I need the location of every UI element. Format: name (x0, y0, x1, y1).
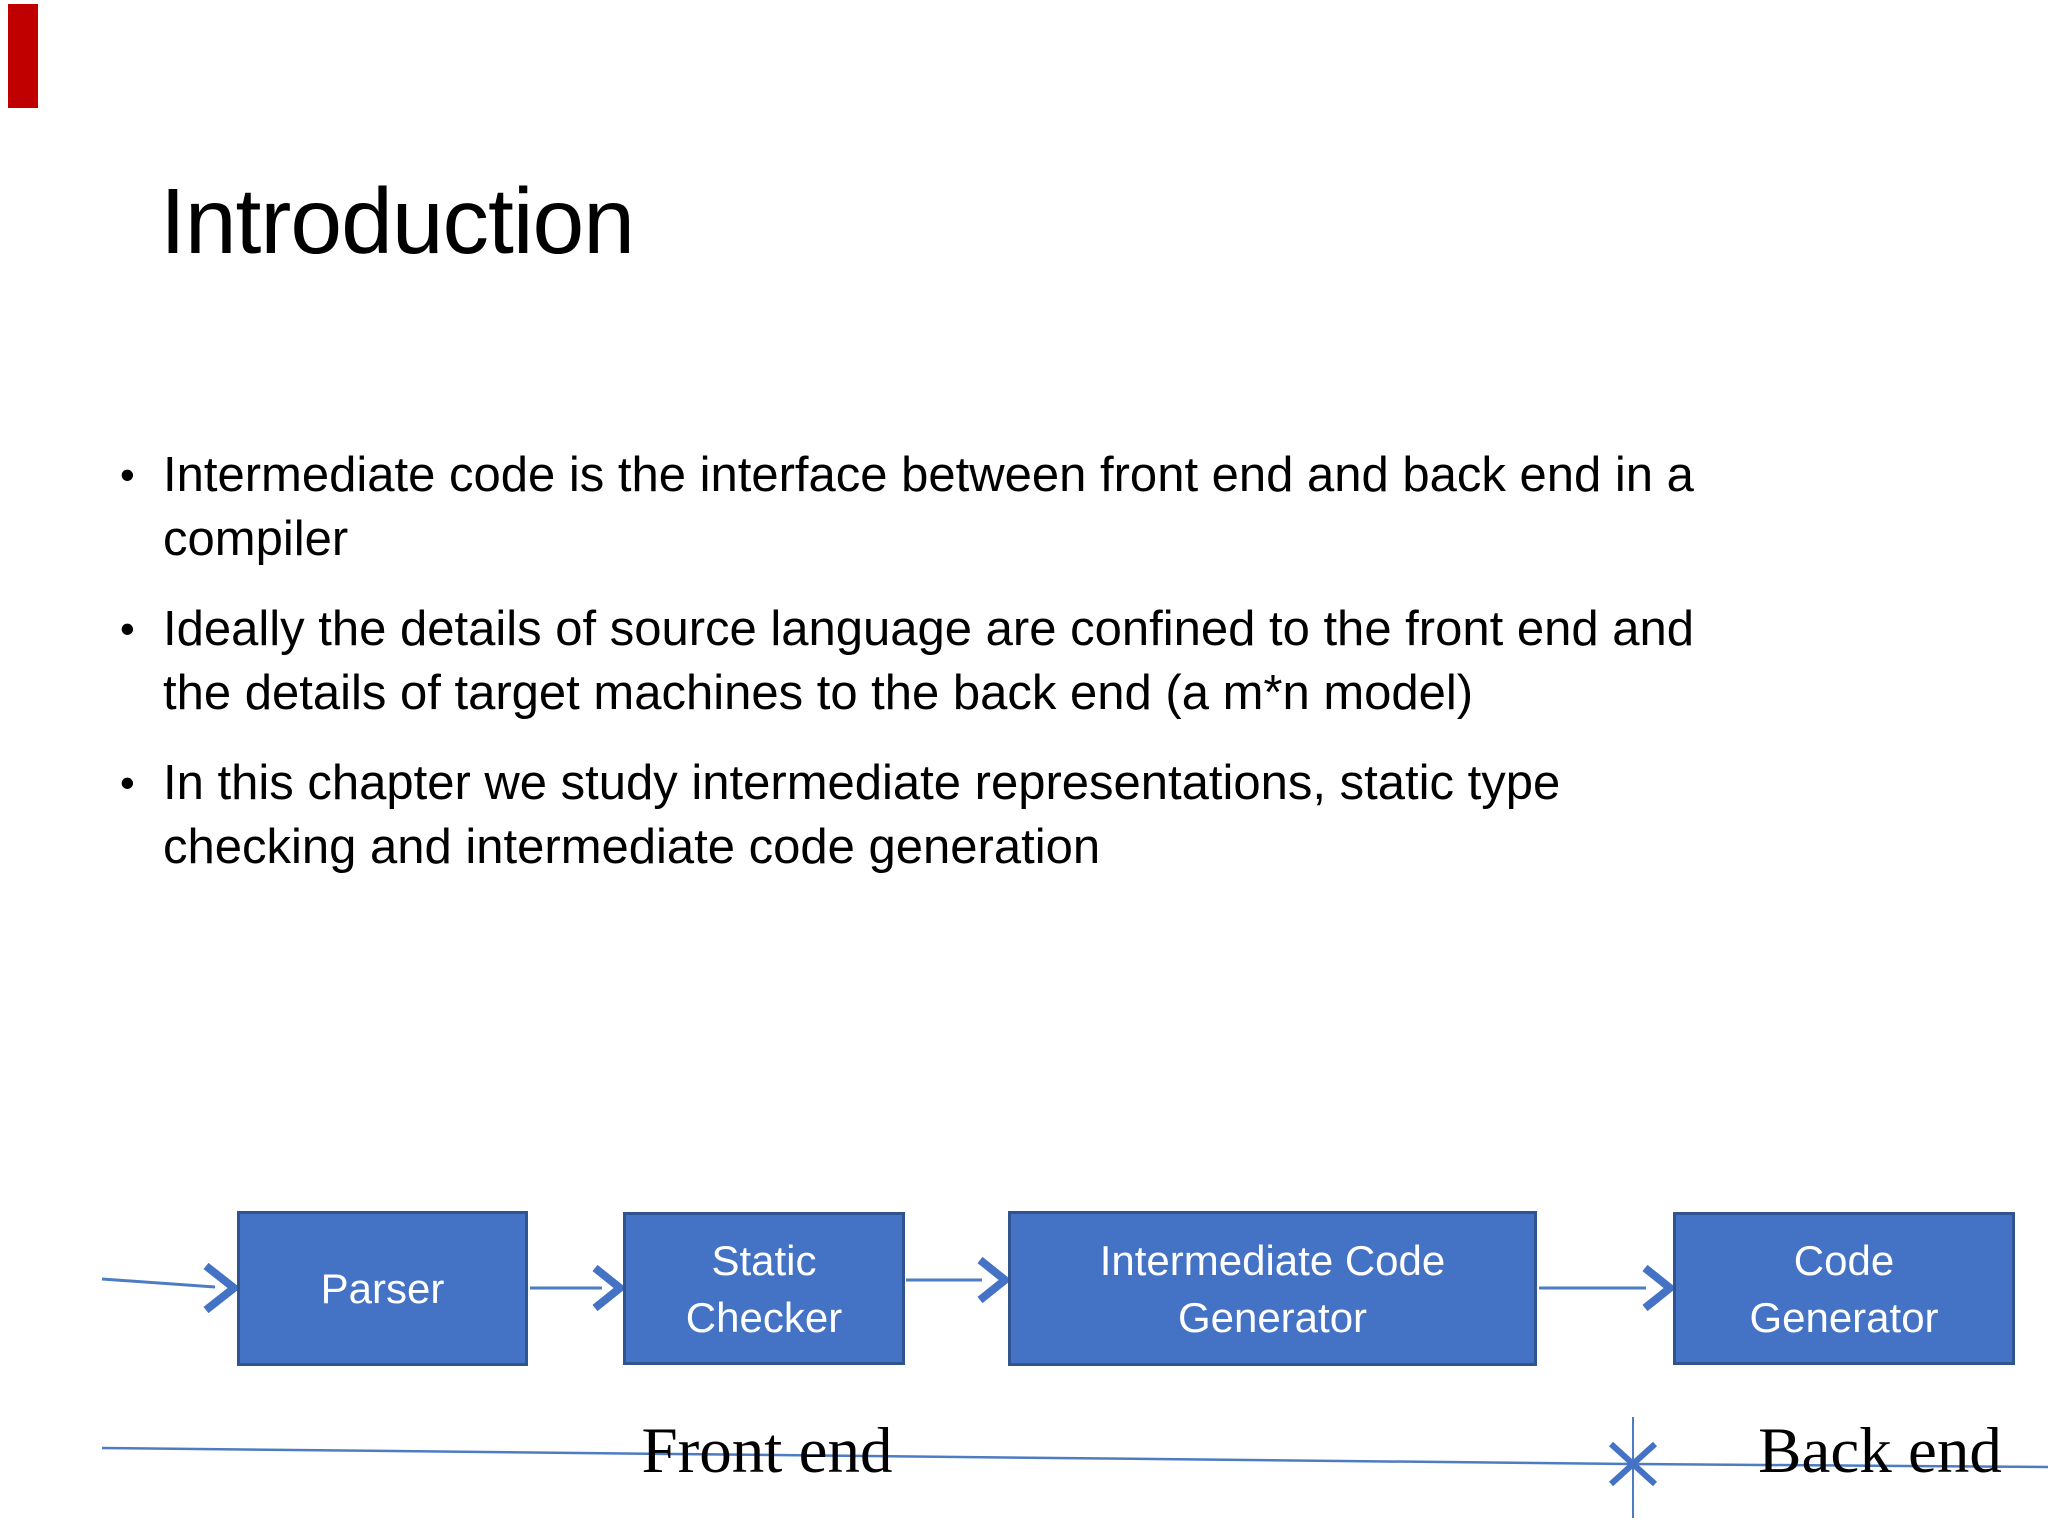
diagram-box-label: Static Checker (685, 1236, 843, 1341)
bullet-text: Ideally the details of source language a… (163, 602, 1694, 720)
bullet-item: • In this chapter we study intermediate … (120, 751, 1920, 879)
bullet-icon: • (120, 451, 135, 498)
arrowhead-input-icon (203, 1262, 241, 1314)
bullet-text: Intermediate code is the interface betwe… (163, 448, 1694, 566)
diagram-box-label: Parser (320, 1265, 445, 1312)
back-end-label: Back end (1758, 1415, 2002, 1487)
diagram-box-code-generator: Code Generator (1673, 1212, 2015, 1365)
diagram-box-label: Code Generator (1749, 1236, 1939, 1341)
bullet-icon: • (120, 605, 135, 652)
arrow-input-to-parser (101, 1277, 216, 1289)
diagram-connectors (101, 1256, 2048, 1518)
diagram-box-label: Intermediate Code Generator (1099, 1236, 1446, 1341)
arrowhead-static-icon (592, 1264, 627, 1312)
bullet-text: In this chapter we study intermediate re… (163, 756, 1561, 874)
bullet-icon: • (120, 759, 135, 806)
arrowhead-cg-icon (1642, 1264, 1677, 1312)
arrowhead-icg-icon (977, 1256, 1012, 1304)
bullet-item: • Intermediate code is the interface bet… (120, 443, 1920, 571)
bullet-item: • Ideally the details of source language… (120, 597, 1920, 725)
bullet-list: • Intermediate code is the interface bet… (120, 443, 1920, 905)
diagram-box-parser: Parser (237, 1211, 528, 1366)
front-end-label: Front end (641, 1415, 893, 1487)
red-accent-bar (8, 4, 38, 108)
diagram-box-intermediate-code-generator: Intermediate Code Generator (1008, 1211, 1537, 1366)
slide-title: Introduction (160, 169, 635, 273)
junction-x-icon (1608, 1441, 1658, 1487)
diagram-box-static-checker: Static Checker (623, 1212, 905, 1365)
